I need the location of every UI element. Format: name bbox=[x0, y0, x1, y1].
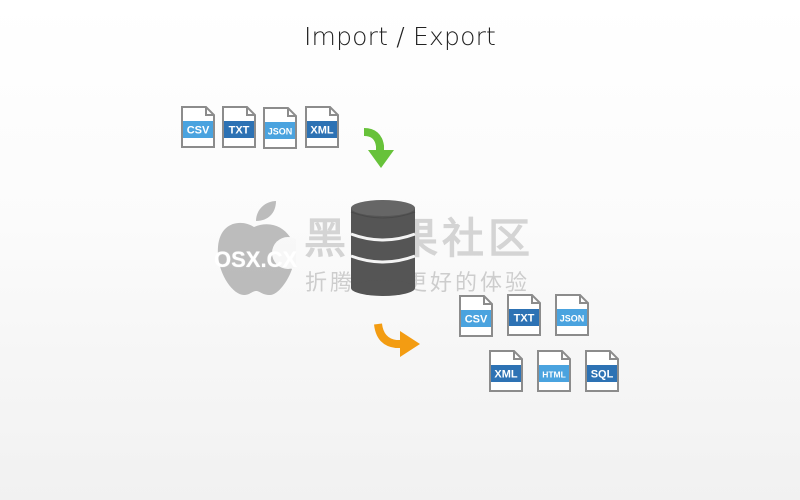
json-file-icon: JSON bbox=[554, 293, 590, 337]
txt-file-icon: TXT bbox=[506, 293, 542, 337]
file-label: TXT bbox=[514, 313, 535, 325]
file-label: CSV bbox=[187, 125, 210, 137]
html-file-icon: HTML bbox=[536, 349, 572, 393]
file-label: XML bbox=[310, 125, 334, 137]
json-file-icon: JSON bbox=[262, 106, 298, 150]
file-label: SQL bbox=[591, 369, 614, 381]
database-icon bbox=[349, 198, 417, 296]
csv-file-icon: CSV bbox=[458, 294, 494, 338]
watermark-domain: OSX.CX bbox=[214, 247, 298, 272]
watermark-brand: 黑苹果社区 bbox=[304, 214, 535, 263]
watermark-slogan: 折腾从此更好的体验 bbox=[305, 271, 531, 296]
sql-file-icon: SQL bbox=[584, 349, 620, 393]
import-arrow-icon bbox=[360, 122, 402, 172]
xml-file-icon: XML bbox=[488, 349, 524, 393]
file-label: TXT bbox=[229, 125, 250, 137]
export-arrow-icon bbox=[372, 320, 424, 360]
page-title: Import / Export bbox=[303, 22, 497, 51]
file-label: HTML bbox=[542, 370, 566, 380]
xml-file-icon: XML bbox=[304, 105, 340, 149]
txt-file-icon: TXT bbox=[221, 105, 257, 149]
file-label: JSON bbox=[268, 127, 293, 137]
csv-file-icon: CSV bbox=[180, 105, 216, 149]
file-label: JSON bbox=[560, 314, 585, 324]
apple-logo-icon bbox=[217, 201, 296, 295]
file-label: XML bbox=[494, 369, 518, 381]
file-label: CSV bbox=[465, 314, 488, 326]
